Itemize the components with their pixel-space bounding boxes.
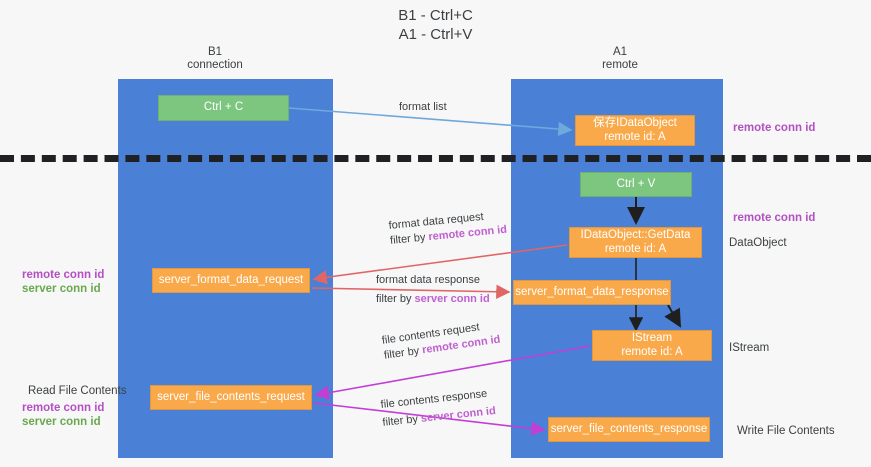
filter-by-text-4: filter by [381,412,422,429]
node-server-file-contents-response-label: server_file_contents_response [550,422,708,435]
node-istream-line2: remote id: A [621,345,683,358]
filter-key-server-conn-id: server conn id [414,293,490,305]
node-idataobject-getdata-line2: remote id: A [604,242,667,255]
side-label-remote-conn-id-mid: remote conn id [733,212,816,224]
side-label-remote-conn-id-top: remote conn id [733,122,816,134]
node-ctrl-c-label: Ctrl + C [203,101,244,114]
side-label-write-file-contents: Write File Contents [737,425,835,437]
node-ctrl-c[interactable]: Ctrl + C [158,95,289,121]
node-server-file-contents-request[interactable]: server_file_contents_request [150,385,312,410]
node-save-idataobject-line1: 保存IDataObject [593,117,677,129]
node-server-format-data-request-label: server_format_data_request [158,273,304,286]
filter-by-text: filter by [389,231,430,247]
edge-label-format-list-text: format list [399,101,447,113]
column-header-b1: B1 connection [187,46,243,71]
side-label-left-server-conn-id: server conn id [22,283,101,295]
side-label-left-remote-conn-id-2: remote conn id [22,402,105,414]
node-server-file-contents-request-label: server_file_contents_request [157,390,305,403]
node-server-format-data-request[interactable]: server_format_data_request [152,268,310,293]
node-istream-line1: IStream [631,332,673,344]
edge-label-format-list: format list [399,100,447,115]
node-save-idataobject[interactable]: 保存IDataObject remote id: A [575,115,695,146]
edge-label-format-data-request: format data request filter by remote con… [388,208,508,249]
node-ctrl-v-label: Ctrl + V [616,177,656,190]
edge-label-file-contents-request: file contents request filter by remote c… [381,318,501,364]
phase-divider [0,155,871,162]
edge-label-format-data-response-filter: filter by server conn id [376,292,490,307]
side-label-left-server-conn-id-2: server conn id [22,416,101,428]
node-server-format-data-response-label: server_format_data_response [515,285,669,298]
side-label-left-remote-conn-id: remote conn id [22,269,105,281]
column-header-a1: A1 remote [602,46,638,71]
side-label-istream: IStream [729,342,770,354]
edge-label-format-data-response-text: format data response [376,274,480,286]
node-idataobject-getdata[interactable]: IDataObject::GetData remote id: A [569,227,702,258]
edge-label-format-data-response: format data response filter by server co… [376,273,490,307]
side-label-read-file-contents: Read File Contents [28,385,127,397]
filter-by-text-2: filter by [376,293,415,305]
diagram-title: B1 - Ctrl+C A1 - Ctrl+V [398,7,473,43]
side-label-group-conn-ids-top: remote conn id server conn id [22,268,104,296]
node-server-format-data-response[interactable]: server_format_data_response [513,280,671,305]
node-save-idataobject-line2: remote id: A [604,130,666,143]
edge-label-file-contents-response: file contents response filter by server … [380,386,497,431]
node-istream[interactable]: IStream remote id: A [592,330,712,361]
side-label-dataobject: DataObject [729,237,787,249]
filter-by-text-3: filter by [383,344,424,362]
node-server-file-contents-response[interactable]: server_file_contents_response [548,417,710,442]
filter-key-server-conn-id-2: server conn id [420,405,497,425]
node-ctrl-v[interactable]: Ctrl + V [580,172,692,197]
node-idataobject-getdata-line1: IDataObject::GetData [580,229,691,241]
side-label-group-conn-ids-bottom: remote conn id server conn id [22,401,104,429]
